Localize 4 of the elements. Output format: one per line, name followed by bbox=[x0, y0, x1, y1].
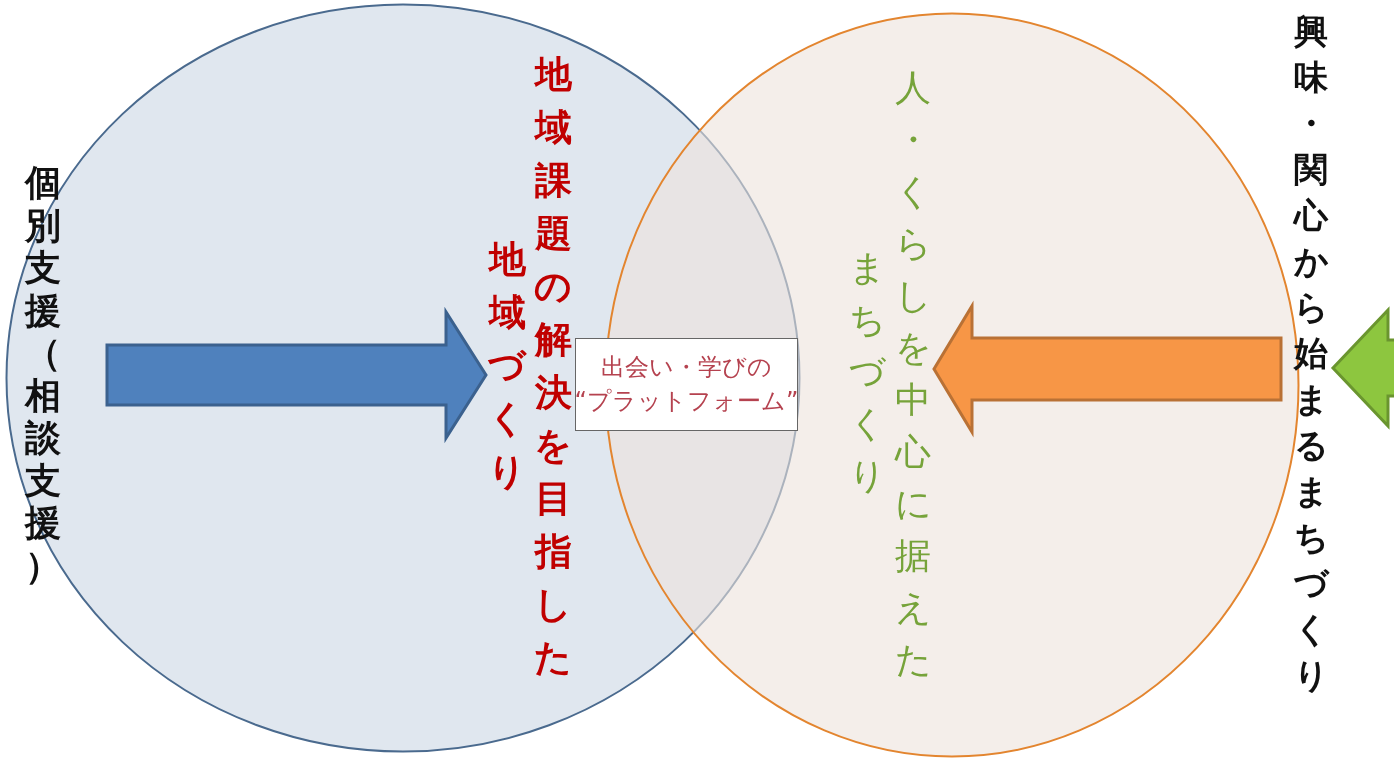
block-arrow bbox=[1330, 306, 1394, 430]
block-arrow bbox=[105, 306, 488, 444]
venn-circle bbox=[5, 3, 801, 753]
block-arrow bbox=[932, 300, 1283, 438]
